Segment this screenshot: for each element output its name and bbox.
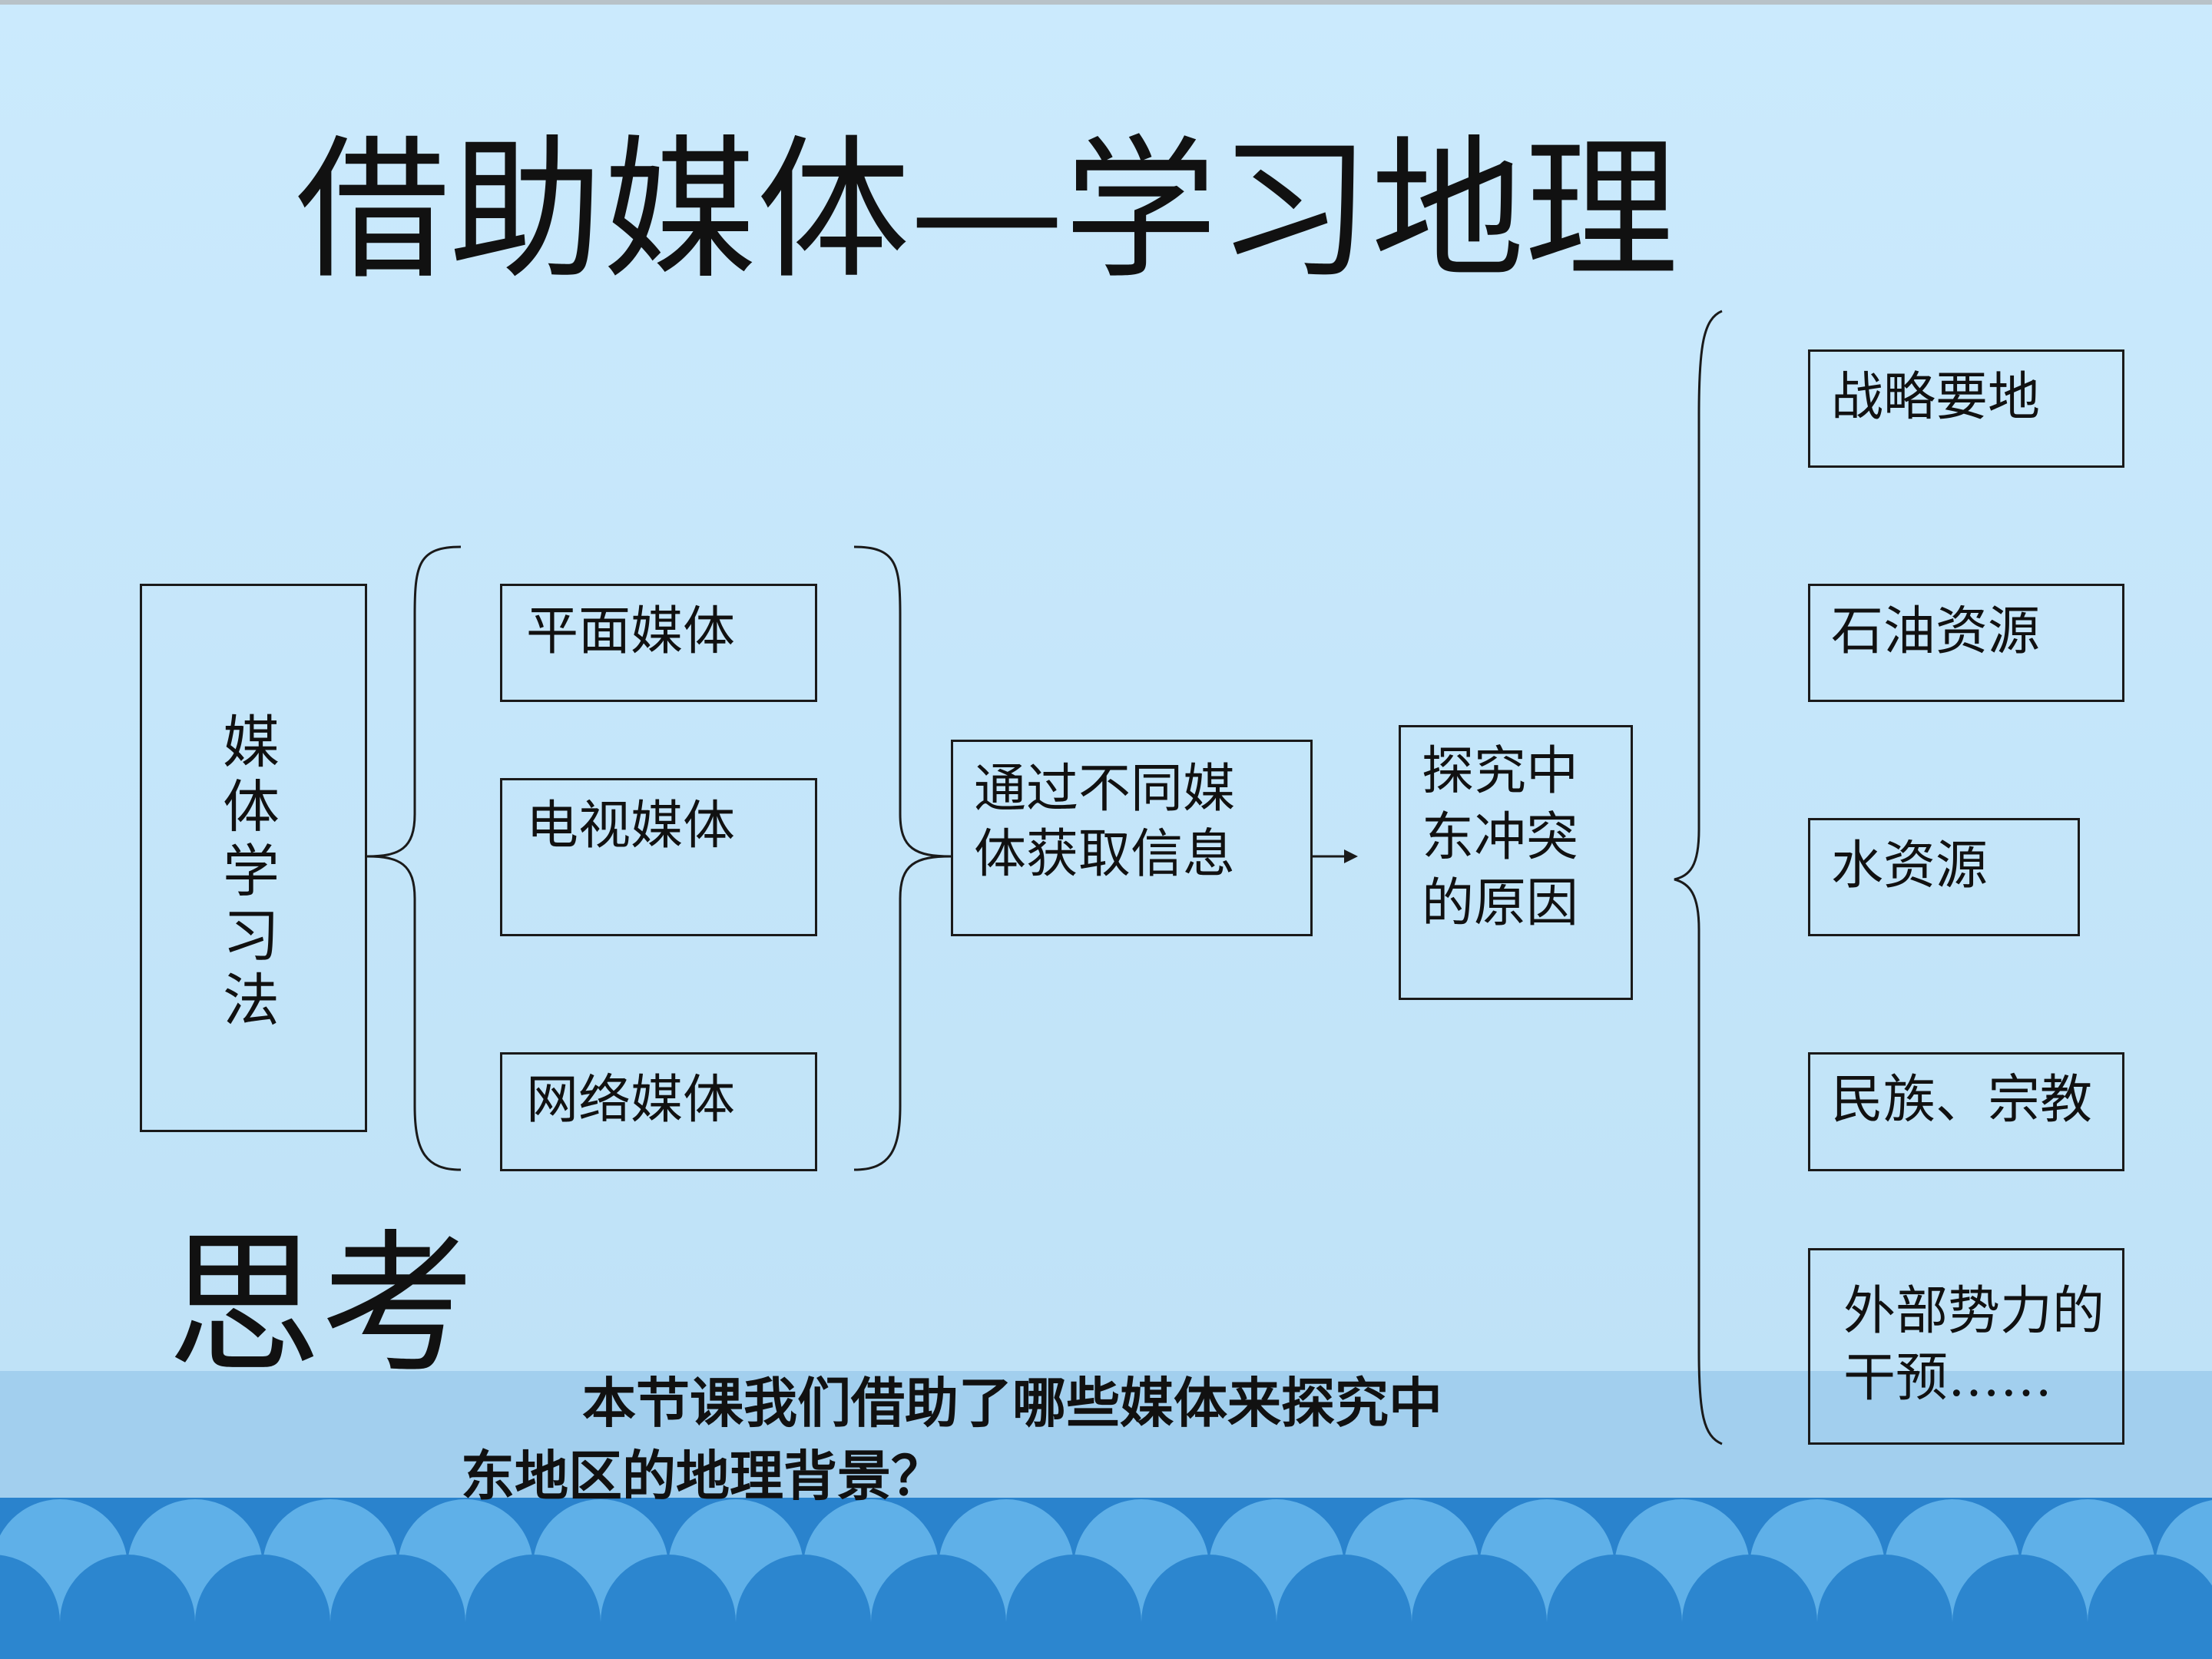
- reason-box-foreign: [1808, 1248, 2124, 1445]
- web-media-box: [500, 1052, 817, 1171]
- think-question-line-1: 本节课我们借助了哪些媒体来探究中: [582, 1371, 1442, 1435]
- media-learning-char: 学: [223, 839, 280, 905]
- media-learning-char: 媒: [223, 710, 280, 776]
- reason-strategic-label: 战略要地: [1831, 367, 2041, 428]
- info-box: [951, 740, 1313, 936]
- wave-scale: [1952, 1555, 2088, 1659]
- arrow-head: [1344, 849, 1358, 863]
- wave-scale: [1682, 1555, 1817, 1659]
- wave-scale: [465, 1555, 601, 1659]
- left-brace: [366, 545, 462, 1171]
- media-learning-label: 媒 体 学 习 法: [223, 710, 280, 1033]
- media-learning-char: 体: [223, 774, 280, 840]
- page-title: 借助媒体—学习地理: [296, 121, 1679, 300]
- wave-scale: [1547, 1555, 1682, 1659]
- wave-scale: [2088, 1555, 2212, 1659]
- explore-line-3: 的原因: [1422, 873, 1579, 934]
- sky-region: [0, 0, 2212, 1375]
- tv-media-label: 电视媒体: [526, 796, 736, 856]
- print-media-box: [500, 584, 817, 702]
- print-media-label: 平面媒体: [526, 601, 736, 662]
- middle-brace: [853, 545, 952, 1171]
- reason-ethnic-label: 民族、宗教: [1831, 1070, 2093, 1131]
- wave-scale: [1006, 1555, 1141, 1659]
- wave-scale: [1412, 1555, 1547, 1659]
- wave-scales: [0, 1498, 2212, 1659]
- tv-media-box: [500, 778, 817, 936]
- wave-scale: [1817, 1555, 1952, 1659]
- wave-scale: [60, 1555, 195, 1659]
- right-brace: [1674, 310, 1723, 1445]
- wave-scale: [1141, 1555, 1277, 1659]
- reason-box-oil: [1808, 584, 2124, 702]
- wave-scale: [601, 1555, 736, 1659]
- media-learning-char: 习: [223, 903, 280, 969]
- wave-scale: [330, 1555, 465, 1659]
- wave-scale: [195, 1555, 330, 1659]
- reason-box-water: [1808, 818, 2080, 936]
- info-line-1: 通过不同媒: [974, 759, 1236, 820]
- wave-scale: [736, 1555, 871, 1659]
- media-learning-box: [140, 584, 367, 1132]
- reason-foreign-line-1: 外部势力的: [1843, 1281, 2105, 1342]
- explore-line-2: 东冲突: [1422, 807, 1579, 868]
- info-line-2: 体获取信息: [974, 824, 1236, 885]
- reason-water-label: 水资源: [1831, 836, 1988, 896]
- think-question-line-2: 东地区的地理背景？: [461, 1444, 945, 1508]
- think-heading: 思考: [167, 1216, 475, 1395]
- reason-box-strategic: [1808, 349, 2124, 468]
- web-media-label: 网络媒体: [526, 1070, 736, 1131]
- top-edge: [0, 0, 2212, 5]
- explore-box: [1399, 725, 1633, 1000]
- reason-oil-label: 石油资源: [1831, 601, 2041, 662]
- wave-scale: [0, 1555, 60, 1659]
- wave-scale: [871, 1555, 1006, 1659]
- wave-scale: [1277, 1555, 1412, 1659]
- reason-box-ethnic: [1808, 1052, 2124, 1171]
- media-learning-char: 法: [223, 968, 280, 1034]
- reason-foreign-line-2: 干预……: [1843, 1348, 2053, 1409]
- explore-line-1: 探究中: [1422, 741, 1579, 802]
